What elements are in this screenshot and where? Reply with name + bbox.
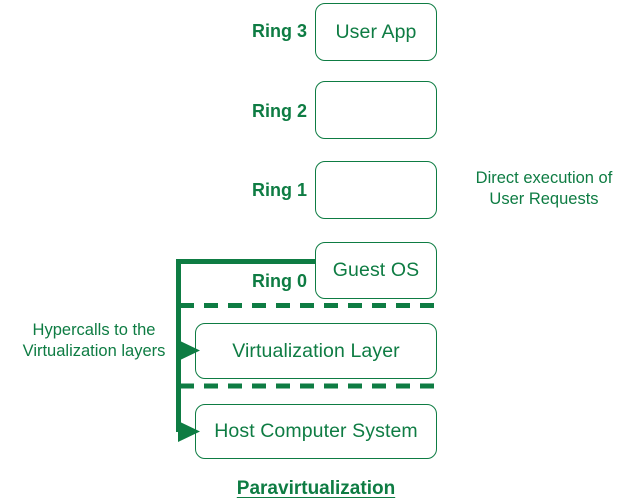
ring-label-2: Ring 2 (251, 101, 307, 121)
ring-label-1: Ring 1 (251, 180, 307, 200)
node-box-ring-1 (315, 161, 437, 219)
annotation-hypercalls-line-2: Virtualization layers (22, 342, 166, 360)
annotation-direct-execution-line-2: User Requests (489, 190, 599, 208)
diagram-title: Paravirtualization (236, 478, 396, 499)
annotation-direct-execution: Direct execution of User Requests (458, 168, 630, 210)
annotation-hypercalls: Hypercalls to the Virtualization layers (4, 320, 184, 362)
annotation-direct-execution-line-1: Direct execution of (475, 169, 613, 187)
node-box-guest-os: Guest OS (315, 242, 437, 299)
ring-label-0: Ring 0 (251, 271, 307, 291)
node-box-host-computer-system: Host Computer System (195, 404, 437, 459)
node-box-virtualization-layer: Virtualization Layer (195, 323, 437, 379)
node-box-user-app: User App (315, 3, 437, 61)
annotation-hypercalls-line-1: Hypercalls to the (32, 321, 156, 339)
ring-label-3: Ring 3 (251, 21, 307, 41)
node-box-ring-2 (315, 81, 437, 139)
